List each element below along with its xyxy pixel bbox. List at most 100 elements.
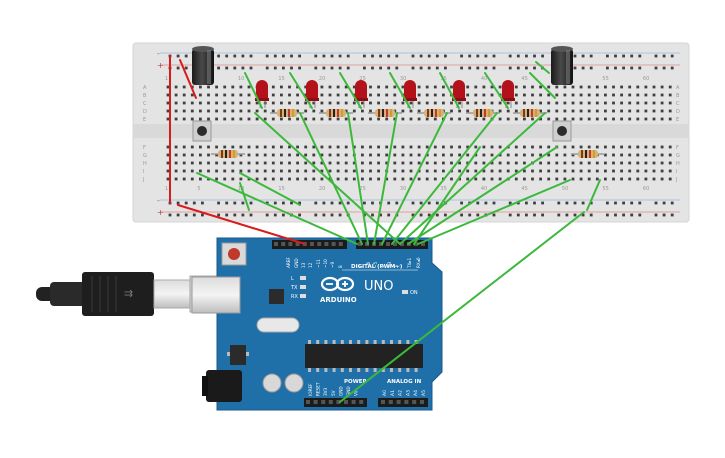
breadboard-hole[interactable] <box>466 93 470 97</box>
rail-hole[interactable] <box>225 213 229 217</box>
breadboard-hole[interactable] <box>539 109 542 113</box>
breadboard-hole[interactable] <box>304 153 308 157</box>
breadboard-hole[interactable] <box>361 161 364 165</box>
rail-hole[interactable] <box>330 213 334 217</box>
rail-hole[interactable] <box>435 66 439 70</box>
button-right-ground-wire[interactable] <box>586 179 601 211</box>
breadboard-hole[interactable] <box>280 153 283 157</box>
rail-hole[interactable] <box>476 201 480 205</box>
breadboard-hole[interactable] <box>401 153 405 157</box>
breadboard-hole[interactable] <box>377 161 380 165</box>
rail-hole[interactable] <box>282 54 285 58</box>
rail-hole[interactable] <box>338 201 342 205</box>
breadboard-hole[interactable] <box>255 161 259 165</box>
breadboard-hole[interactable] <box>320 93 324 97</box>
breadboard-hole[interactable] <box>620 101 623 105</box>
breadboard-hole[interactable] <box>563 161 567 165</box>
breadboard-hole[interactable] <box>296 117 299 121</box>
rail-hole[interactable] <box>533 66 536 70</box>
breadboard-hole[interactable] <box>547 109 551 113</box>
breadboard-components[interactable] <box>192 46 605 158</box>
breadboard-hole[interactable] <box>166 169 170 173</box>
breadboard-hole[interactable] <box>433 153 437 157</box>
breadboard-hole[interactable] <box>393 161 397 165</box>
breadboard-hole[interactable] <box>288 177 291 181</box>
breadboard-hole[interactable] <box>514 169 518 173</box>
resistor[interactable] <box>319 109 353 117</box>
breadboard-hole[interactable] <box>190 145 194 149</box>
breadboard-hole[interactable] <box>280 101 283 105</box>
signal-wire-left[interactable] <box>254 112 401 245</box>
breadboard-hole[interactable] <box>579 109 583 113</box>
breadboard-hole[interactable] <box>344 177 348 181</box>
breadboard-hole[interactable] <box>539 85 542 89</box>
breadboard-hole[interactable] <box>215 161 218 165</box>
breadboard-hole[interactable] <box>271 145 275 149</box>
breadboard-hole[interactable] <box>361 117 364 121</box>
breadboard-hole[interactable] <box>636 153 640 157</box>
breadboard-hole[interactable] <box>312 161 316 165</box>
breadboard-hole[interactable] <box>231 109 235 113</box>
rail-hole[interactable] <box>468 66 472 70</box>
breadboard-hole[interactable] <box>660 153 664 157</box>
breadboard-hole[interactable] <box>369 85 372 89</box>
breadboard-hole[interactable] <box>514 109 518 113</box>
breadboard-hole[interactable] <box>523 145 526 149</box>
rail-hole[interactable] <box>249 54 253 58</box>
rail-hole[interactable] <box>492 201 496 205</box>
breadboard-hole[interactable] <box>514 117 518 121</box>
breadboard-hole[interactable] <box>417 161 421 165</box>
breadboard-hole[interactable] <box>563 177 567 181</box>
led-ground-wire[interactable] <box>244 72 263 109</box>
breadboard-hole[interactable] <box>604 85 607 89</box>
breadboard-hole[interactable] <box>377 153 380 157</box>
rail-hole[interactable] <box>630 54 634 58</box>
breadboard-hole[interactable] <box>652 161 656 165</box>
rail-hole[interactable] <box>249 66 253 70</box>
signal-wire-pin6[interactable] <box>347 112 369 245</box>
breadboard-hole[interactable] <box>571 85 575 89</box>
breadboard-hole[interactable] <box>199 145 202 149</box>
breadboard-hole[interactable] <box>190 153 194 157</box>
breadboard-hole[interactable] <box>377 85 380 89</box>
breadboard-hole[interactable] <box>409 177 413 181</box>
breadboard-hole[interactable] <box>393 145 397 149</box>
rail-hole[interactable] <box>314 66 318 70</box>
header-pin[interactable] <box>328 400 333 404</box>
breadboard-hole[interactable] <box>369 101 372 105</box>
breadboard[interactable]: 1155101015152020252530303535404045455050… <box>132 42 690 223</box>
breadboard-hole[interactable] <box>668 109 672 113</box>
breadboard-hole[interactable] <box>231 161 235 165</box>
header-pin[interactable] <box>404 400 409 404</box>
breadboard-hole[interactable] <box>247 109 251 113</box>
rail-hole[interactable] <box>265 201 269 205</box>
rail-hole[interactable] <box>379 66 382 70</box>
breadboard-hole[interactable] <box>604 117 607 121</box>
breadboard-hole[interactable] <box>595 117 599 121</box>
signal-wire-pin2[interactable] <box>399 112 546 245</box>
rail-hole[interactable] <box>476 66 480 70</box>
rail-hole[interactable] <box>444 213 447 217</box>
breadboard-hole[interactable] <box>482 93 486 97</box>
breadboard-hole[interactable] <box>409 153 413 157</box>
rail-hole[interactable] <box>460 66 463 70</box>
breadboard-hole[interactable] <box>595 101 599 105</box>
rail-hole[interactable] <box>606 213 609 217</box>
breadboard-hole[interactable] <box>539 145 542 149</box>
breadboard-hole[interactable] <box>514 93 518 97</box>
breadboard-hole[interactable] <box>263 161 267 165</box>
breadboard-hole[interactable] <box>190 101 194 105</box>
rail-hole[interactable] <box>614 213 617 217</box>
breadboard-hole[interactable] <box>174 117 178 121</box>
breadboard-hole[interactable] <box>280 145 283 149</box>
rail-hole[interactable] <box>435 213 439 217</box>
breadboard-hole[interactable] <box>361 153 364 157</box>
breadboard-hole[interactable] <box>215 145 218 149</box>
rail-hole[interactable] <box>290 54 293 58</box>
breadboard-hole[interactable] <box>215 117 218 121</box>
rail-hole[interactable] <box>314 201 318 205</box>
rail-hole[interactable] <box>638 66 642 70</box>
breadboard-hole[interactable] <box>514 153 518 157</box>
breadboard-hole[interactable] <box>328 101 332 105</box>
breadboard-hole[interactable] <box>377 93 380 97</box>
